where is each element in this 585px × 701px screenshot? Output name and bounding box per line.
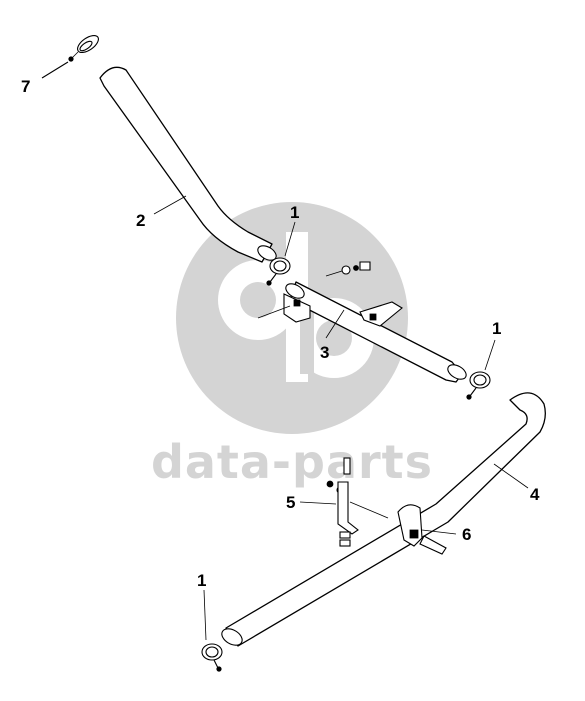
pipe-part-3 xyxy=(257,261,467,383)
clamp-part-1-top xyxy=(266,221,296,286)
pipe-part-4 xyxy=(221,392,546,647)
callout-4: 4 xyxy=(530,485,540,504)
callout-7: 7 xyxy=(21,77,30,96)
strap-part-5 xyxy=(299,457,389,547)
clip-part-7 xyxy=(41,34,99,79)
pipe-part-2 xyxy=(99,66,277,263)
callout-3: 3 xyxy=(320,343,329,362)
watermark-text: data-parts xyxy=(151,435,433,489)
saddle-part-6 xyxy=(397,504,457,555)
callout-6: 6 xyxy=(462,525,471,544)
clamp-part-1-right xyxy=(466,339,496,400)
callout-2: 2 xyxy=(136,211,145,230)
clamp-part-1-bottom xyxy=(201,589,223,672)
callout-5: 5 xyxy=(286,493,295,512)
callout-1-top: 1 xyxy=(290,203,299,222)
callout-1-right: 1 xyxy=(492,319,501,338)
callout-1-bottom: 1 xyxy=(197,571,206,590)
